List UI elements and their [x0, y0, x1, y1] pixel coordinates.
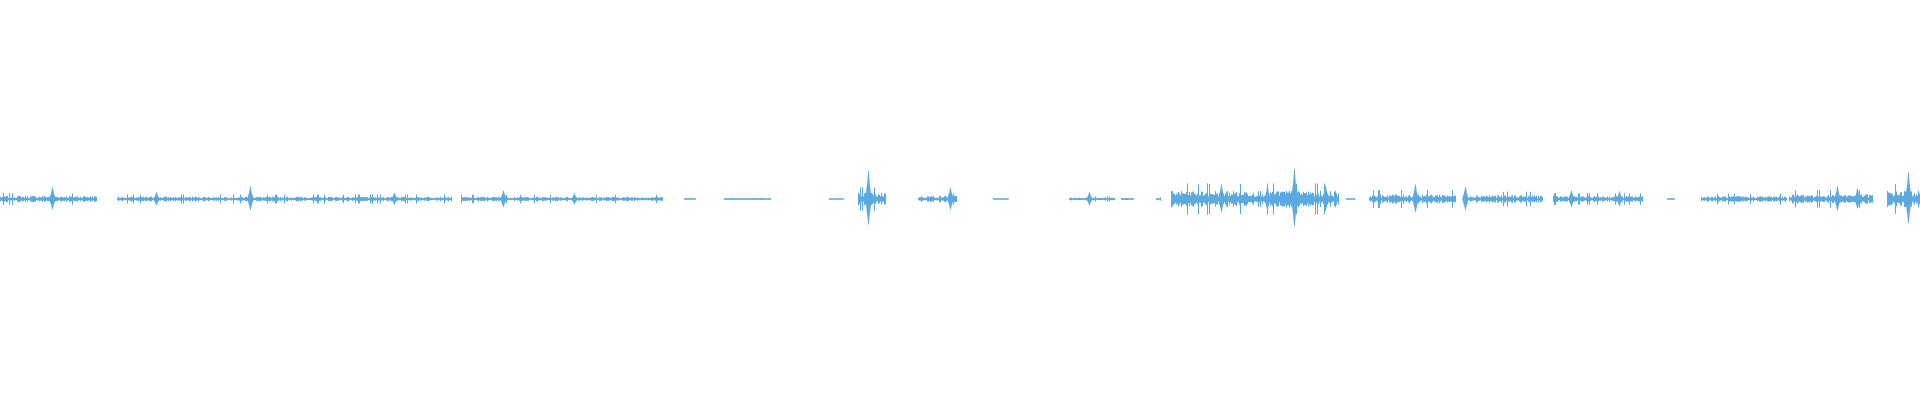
waveform-segment	[1121, 197, 1134, 201]
waveform-peak	[1218, 184, 1225, 213]
waveform-peak	[1412, 184, 1419, 213]
waveform-peak	[153, 191, 160, 206]
waveform-peak	[1834, 186, 1841, 211]
waveform-segment	[1667, 198, 1675, 200]
waveform-peak	[1568, 190, 1575, 208]
waveform-segments	[0, 168, 1920, 227]
waveform-peak	[1264, 186, 1271, 211]
waveform-segment	[1701, 193, 1787, 205]
waveform-segment	[829, 198, 844, 200]
waveform-segment	[1156, 197, 1161, 201]
waveform-peak	[1322, 185, 1329, 212]
waveform-peak	[1462, 186, 1469, 210]
waveform-segment	[684, 198, 696, 200]
waveform-peak	[1905, 171, 1912, 224]
waveform-peak	[947, 187, 954, 210]
waveform-peak	[571, 192, 578, 205]
waveform-segment	[1463, 191, 1543, 207]
waveform-peak	[247, 186, 254, 210]
waveform-peak	[865, 170, 872, 225]
waveform-segment	[1346, 197, 1355, 201]
waveform-peak	[500, 190, 507, 208]
waveform-peak	[1854, 188, 1861, 209]
waveform-peak	[1291, 168, 1298, 227]
waveform-peak	[49, 187, 56, 210]
waveform-peak	[1086, 191, 1093, 206]
waveform-segment	[993, 198, 1009, 200]
waveform-segment	[724, 198, 771, 200]
waveform-segment	[1553, 193, 1643, 205]
waveform-segment	[0, 193, 97, 205]
waveform-peak	[391, 192, 398, 206]
waveform-peak	[1616, 190, 1623, 207]
